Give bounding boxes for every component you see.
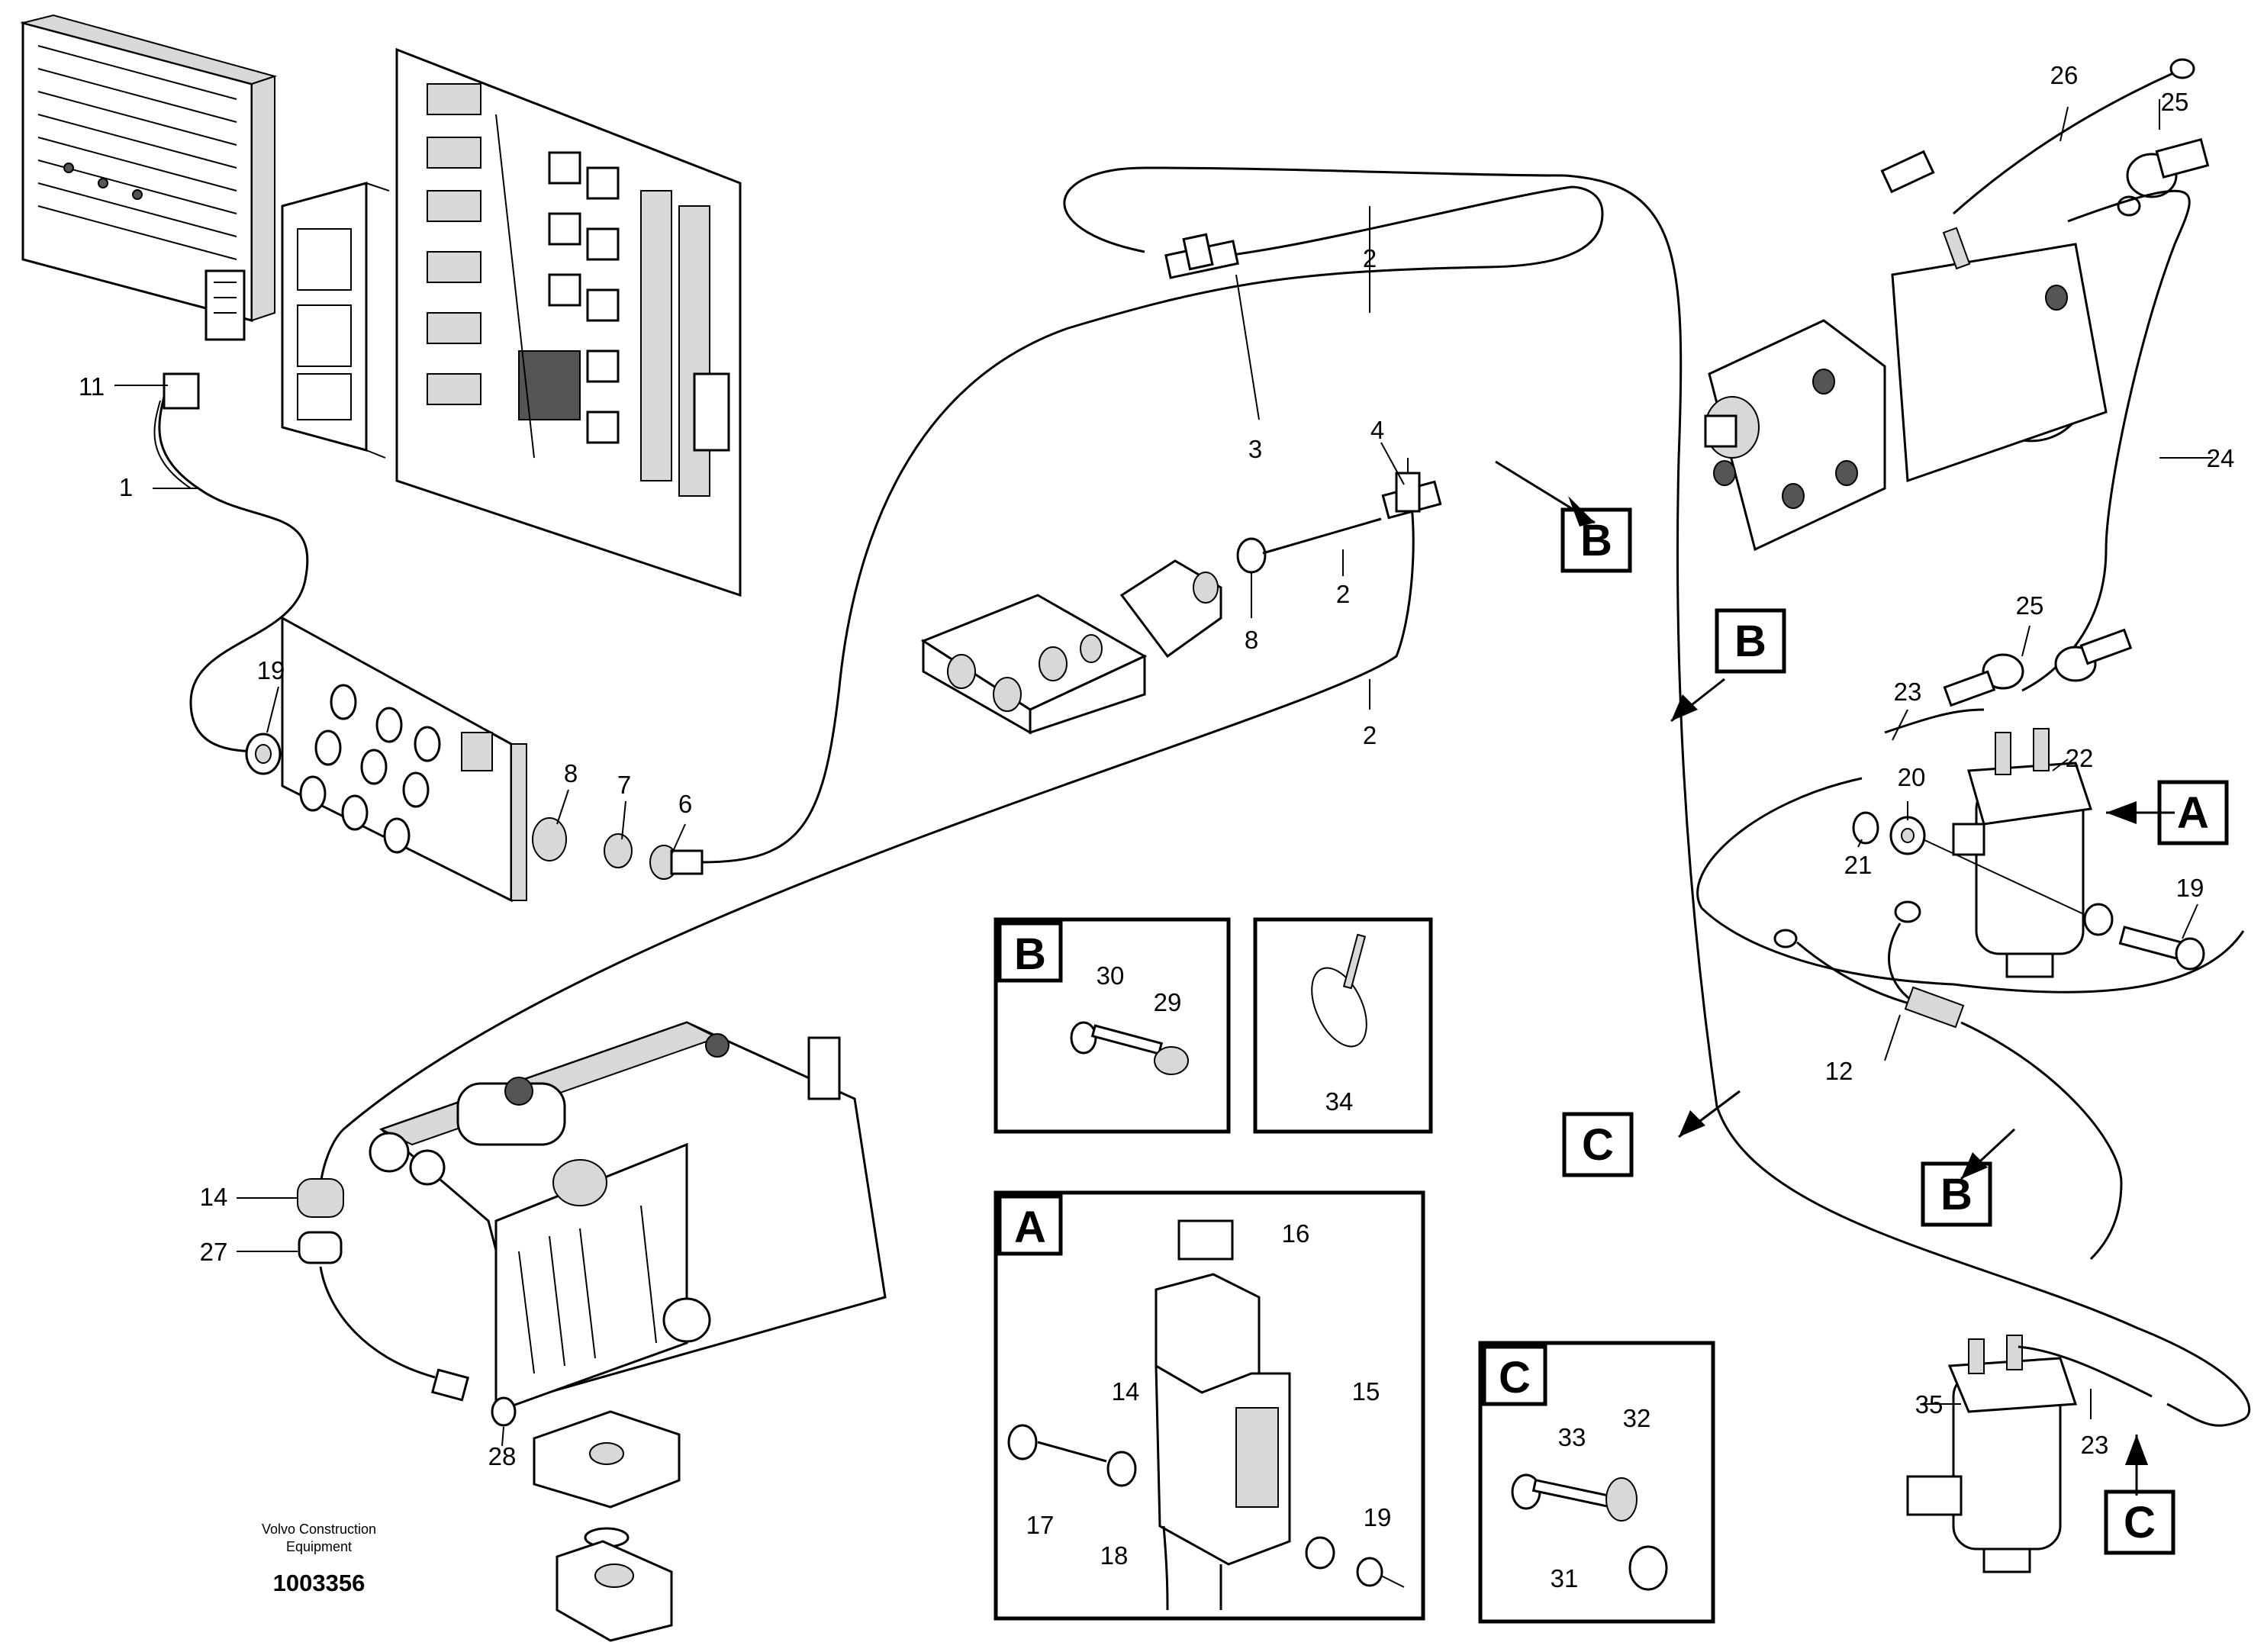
part-label: 16	[1282, 1219, 1310, 1248]
part-label: 19	[257, 656, 285, 684]
wire-9-harness	[1773, 900, 2123, 1261]
main-pump	[369, 1021, 887, 1414]
detail-box-letter: C	[1499, 1353, 1531, 1402]
washer-nut-19-20	[1852, 811, 2088, 916]
part-label: 35	[1915, 1390, 1944, 1419]
part-label: 17	[1026, 1511, 1055, 1539]
part-label: 31	[1551, 1564, 1579, 1592]
part-label: 4	[1370, 416, 1384, 444]
detail-box-letter: A	[1014, 1203, 1046, 1252]
part-label: 8	[564, 759, 578, 787]
part-label: 2	[1363, 721, 1377, 749]
part-label: 18	[1100, 1541, 1129, 1570]
connector-25-upper	[2117, 138, 2210, 217]
part-label: 25	[2161, 88, 2189, 116]
plug-8	[1236, 517, 1382, 574]
part-label: 23	[2081, 1431, 2109, 1459]
part-label: 2	[1363, 244, 1377, 272]
detail-box-letter: B	[1014, 929, 1046, 979]
wire-23-upper	[1884, 708, 1985, 734]
control-cable-1	[153, 372, 309, 753]
view-marker-label: A	[2177, 788, 2209, 838]
part-label: 32	[1623, 1404, 1651, 1432]
part-label: 28	[488, 1442, 517, 1470]
part-label: 2	[1336, 580, 1350, 608]
long-cable-loop	[1063, 166, 2251, 1427]
detail-box-a: A	[994, 1190, 1425, 1621]
part-label: 23	[1894, 678, 1922, 706]
part-label: 25	[2016, 591, 2044, 620]
caption-line-2: Equipment	[286, 1539, 352, 1554]
wire-26	[1880, 58, 2195, 215]
switch-harness-loop	[1696, 777, 2245, 993]
part-label: 26	[2050, 61, 2079, 89]
part-label: 30	[1097, 961, 1125, 990]
part-label: 21	[1844, 851, 1873, 879]
connector-25-lower	[1943, 628, 2133, 707]
wire-24	[2021, 189, 2191, 692]
screw-18	[2083, 903, 2205, 971]
grommets-10-27	[297, 1178, 470, 1402]
detail-box-c: C	[1478, 1341, 1715, 1624]
washer-28	[491, 1396, 517, 1427]
part-label: 22	[2066, 744, 2094, 772]
nut-22	[245, 733, 282, 775]
part-label: 14	[1112, 1377, 1140, 1406]
part-label: 6	[678, 790, 692, 818]
publisher-caption: Volvo Construction Equipment 1003356	[262, 1522, 376, 1596]
view-marker-b-3: B	[1921, 1161, 1992, 1227]
view-marker-label: C	[1582, 1120, 1614, 1170]
part-label: 20	[1898, 763, 1926, 791]
view-marker-c-2: C	[2104, 1489, 2175, 1555]
part-label: 33	[1558, 1423, 1586, 1451]
view-marker-b-1: B	[1560, 507, 1632, 573]
view-marker-b-2: B	[1715, 608, 1786, 674]
relay-circuit-board	[395, 47, 742, 597]
view-marker-c-1: C	[1562, 1112, 1634, 1177]
part-label: 34	[1325, 1087, 1354, 1116]
view-marker-label: B	[1734, 617, 1766, 666]
part-label: 24	[2207, 444, 2235, 472]
view-marker-a: A	[2157, 780, 2229, 845]
tee-fitting-4	[1381, 472, 1442, 520]
part-label: 1	[119, 473, 133, 501]
pressure-switch-35	[1906, 1335, 2078, 1573]
detail-box-b: B	[994, 917, 1231, 1134]
solenoid-valve-block	[920, 559, 1222, 735]
view-marker-label: B	[1580, 516, 1612, 565]
part-label: 29	[1154, 988, 1182, 1016]
panel-plate	[281, 616, 527, 903]
drawing-number: 1003356	[273, 1570, 366, 1596]
part-label: 7	[617, 771, 631, 799]
wire-23-lower	[2018, 1345, 2153, 1398]
fittings-7-6-5	[532, 817, 704, 880]
part-label: 12	[1825, 1057, 1853, 1085]
tee-fitting-3	[1164, 233, 1239, 279]
caption-line-1: Volvo Construction	[262, 1522, 376, 1537]
hydraulic-pump-motor	[1704, 227, 2108, 552]
part-label: 27	[200, 1238, 228, 1266]
part-label: 8	[1245, 626, 1258, 654]
control-unit-box	[20, 14, 278, 341]
flange-plate	[533, 1410, 681, 1642]
view-marker-label: C	[2124, 1498, 2156, 1547]
leader-lines	[114, 99, 2213, 1447]
part-label: 19	[2176, 874, 2204, 902]
view-marker-label: B	[1940, 1170, 1973, 1219]
part-label: 14	[200, 1183, 228, 1211]
mounting-bracket	[281, 182, 390, 459]
part-label: 15	[1352, 1377, 1380, 1406]
part-label: 19	[1364, 1503, 1392, 1531]
part-label: 11	[79, 372, 105, 401]
part-number-labels: 11 1 19 8 7 6 2 3 4 2 8 2 26 25 24 25 23…	[79, 61, 2234, 1592]
detail-box-cable-tie	[1253, 917, 1433, 1134]
part-label: 3	[1248, 435, 1262, 463]
marker-arrows	[1495, 460, 2175, 1496]
pressure-switch-21	[1952, 728, 2092, 978]
